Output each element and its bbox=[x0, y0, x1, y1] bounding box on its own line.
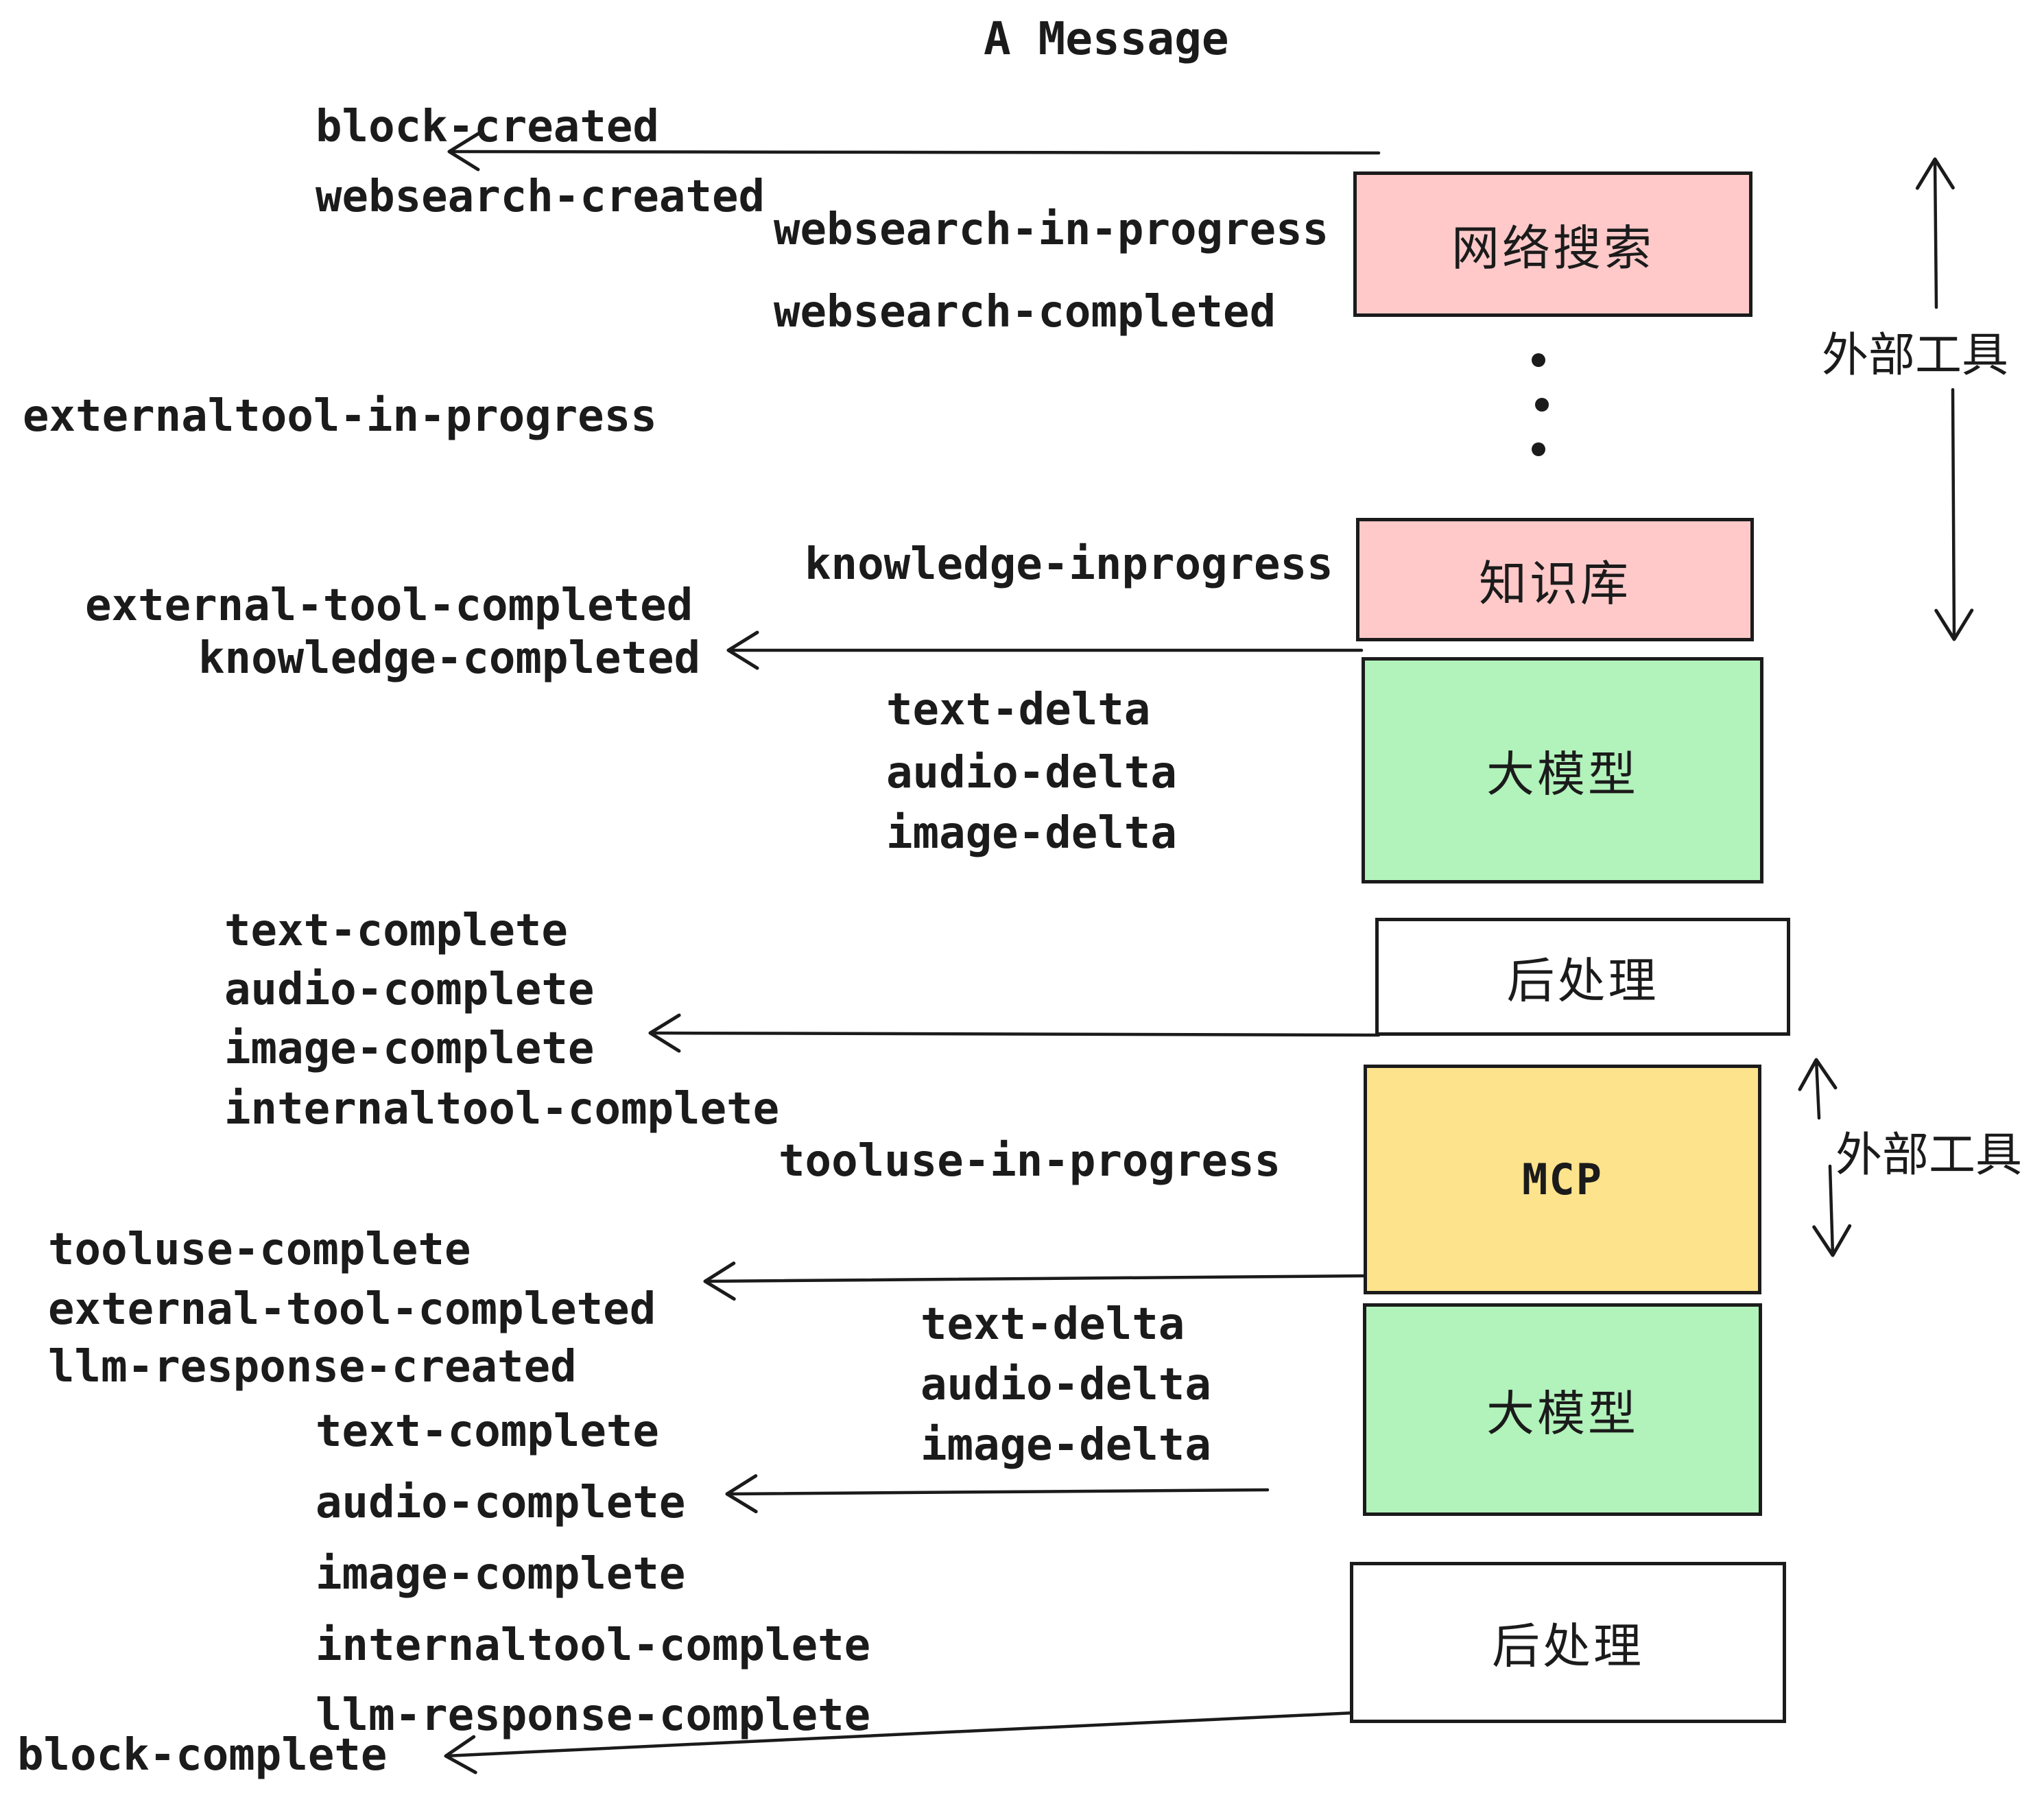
event-label-tooluse-complete: tooluse-complete bbox=[48, 1224, 471, 1275]
ellipsis-dot-1 bbox=[1532, 353, 1545, 367]
knowledge-box-label: 知识库 bbox=[1479, 556, 1631, 610]
llm-box-1-label: 大模型 bbox=[1486, 747, 1639, 801]
knowledge-box: 知识库 bbox=[1356, 518, 1754, 641]
llm-box-2-label: 大模型 bbox=[1486, 1386, 1639, 1440]
arrow-to-block-created bbox=[447, 132, 1381, 171]
arrow-to-tooluse-complete bbox=[703, 1261, 1367, 1301]
event-label-image-delta-2: image-delta bbox=[920, 1420, 1211, 1471]
event-label-websearch-created: websearch-created bbox=[316, 171, 765, 222]
event-label-websearch-completed: websearch-completed bbox=[774, 287, 1276, 337]
postprocess-box-1-label: 后处理 bbox=[1506, 953, 1659, 1008]
ellipsis-dot-3 bbox=[1532, 442, 1545, 456]
postprocess-box-2: 后处理 bbox=[1350, 1562, 1786, 1723]
event-label-external-tool-completed-2: external-tool-completed bbox=[48, 1284, 656, 1335]
event-label-knowledge-completed: knowledge-completed bbox=[198, 633, 701, 684]
mcp-box-label: MCP bbox=[1522, 1154, 1603, 1204]
external-span-2-up bbox=[1798, 1058, 1838, 1120]
diagram-title: A Message bbox=[984, 12, 1229, 65]
external-tools-label-1: 外部工具 bbox=[1822, 329, 2009, 381]
llm-box-2: 大模型 bbox=[1363, 1303, 1762, 1516]
llm-box-1: 大模型 bbox=[1362, 657, 1763, 883]
arrow-to-image-complete bbox=[648, 1013, 1381, 1053]
event-label-knowledge-inprogress: knowledge-inprogress bbox=[805, 539, 1333, 590]
external-span-1-up bbox=[1915, 157, 1955, 309]
event-label-websearch-in-progress: websearch-in-progress bbox=[774, 204, 1329, 255]
event-label-audio-delta-1: audio-delta bbox=[886, 748, 1177, 798]
postprocess-box-2-label: 后处理 bbox=[1492, 1619, 1644, 1673]
event-label-internaltool-complete-2: internaltool-complete bbox=[316, 1620, 871, 1671]
event-label-text-complete-1: text-complete bbox=[224, 905, 568, 956]
event-label-text-delta-1: text-delta bbox=[886, 685, 1151, 735]
event-label-externaltool-in-progress: externaltool-in-progress bbox=[23, 391, 657, 442]
websearch-box-label: 网络搜索 bbox=[1451, 221, 1654, 275]
event-label-tooluse-in-progress: tooluse-in-progress bbox=[779, 1136, 1281, 1187]
event-label-llm-response-created: llm-response-created bbox=[48, 1342, 577, 1392]
event-label-internaltool-complete-1: internaltool-complete bbox=[224, 1084, 780, 1135]
event-label-image-delta-1: image-delta bbox=[886, 808, 1177, 859]
external-span-1-down bbox=[1934, 388, 1974, 641]
external-tools-label-2: 外部工具 bbox=[1835, 1129, 2023, 1181]
event-label-text-delta-2: text-delta bbox=[920, 1299, 1185, 1350]
postprocess-box-1: 后处理 bbox=[1375, 918, 1790, 1036]
event-label-external-tool-completed-1: external-tool-completed bbox=[85, 580, 693, 631]
event-label-block-created: block-created bbox=[316, 102, 659, 152]
event-label-text-complete-2: text-complete bbox=[316, 1406, 659, 1457]
event-label-audio-complete-1: audio-complete bbox=[224, 964, 595, 1015]
event-label-audio-complete-2: audio-complete bbox=[316, 1477, 686, 1528]
websearch-box: 网络搜索 bbox=[1353, 171, 1752, 317]
event-label-llm-response-complete: llm-response-complete bbox=[316, 1690, 871, 1741]
event-label-image-complete-1: image-complete bbox=[224, 1023, 595, 1074]
event-label-image-complete-2: image-complete bbox=[316, 1549, 686, 1600]
mcp-box: MCP bbox=[1364, 1065, 1761, 1294]
arrow-to-block-complete bbox=[444, 1711, 1357, 1775]
arrow-to-audio-complete bbox=[725, 1474, 1270, 1514]
event-label-audio-delta-2: audio-delta bbox=[920, 1360, 1211, 1410]
event-label-block-complete: block-complete bbox=[17, 1730, 388, 1781]
ellipsis-dot-2 bbox=[1535, 398, 1549, 412]
external-span-2-down bbox=[1812, 1164, 1852, 1257]
